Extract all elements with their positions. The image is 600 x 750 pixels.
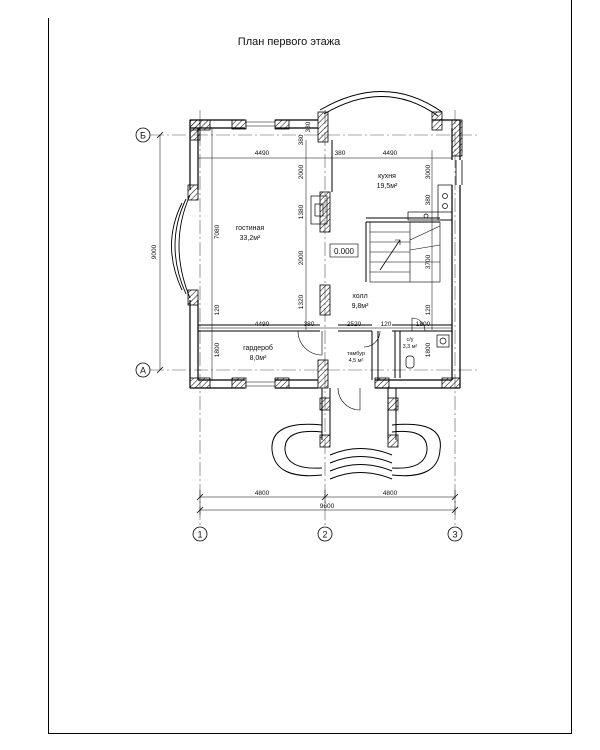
porch: [271, 388, 441, 480]
axis-label-a: А: [140, 366, 146, 376]
dim-right-4: 120: [425, 304, 432, 315]
axis-label-3: 3: [452, 530, 457, 540]
axis-bubbles: [135, 127, 463, 542]
staircase: [369, 221, 441, 283]
dim-right-5: 1800: [425, 342, 432, 357]
sheet-frame-right: [571, 0, 572, 734]
dim-bottom-total: 9600: [320, 503, 335, 510]
room-name-wc: с/у: [406, 337, 413, 343]
wc-fixtures: [405, 334, 450, 369]
axis-lines: [150, 110, 480, 530]
page-title: План первого этажа: [237, 36, 341, 48]
wall-piers: [187, 111, 463, 389]
room-name-hall: холл: [352, 293, 367, 300]
bay-window-kitchen: [319, 91, 443, 117]
dim-bottom-1: 4800: [255, 490, 270, 497]
room-area-kitchen: 19,5м²: [377, 183, 398, 190]
room-name-vestibule: тамбур: [347, 351, 365, 357]
dim-center-4: 2000: [298, 250, 305, 265]
doors: [297, 317, 426, 411]
axis-bubble-3: [447, 526, 463, 542]
axis-bubble-a: [135, 362, 151, 378]
room-name-wardrobe: гардероб: [243, 344, 273, 352]
room-area-hall: 9,8м²: [352, 303, 370, 310]
level-mark: 0.000: [334, 247, 355, 256]
room-name-living: гостиная: [236, 225, 265, 232]
sheet-frame: [48, 18, 572, 734]
room-name-kitchen: кухня: [378, 173, 396, 180]
window-right: [455, 160, 463, 185]
dim-center-1: 380: [298, 134, 305, 145]
dim-center-3: 1380: [298, 204, 305, 219]
dim-inner-5: 1800: [416, 321, 431, 328]
room-area-vestibule: 4,5 м²: [349, 358, 364, 364]
dim-inner-3: 2520: [347, 321, 362, 328]
axis-label-2: 2: [322, 530, 327, 540]
axis-bubble-b: [135, 127, 151, 143]
dim-left-2: 120: [214, 304, 221, 315]
dim-inner-2: 380: [304, 321, 315, 328]
fireplace: [310, 195, 328, 225]
dim-top-4: 4490: [383, 150, 398, 157]
dim-right-3: 3700: [425, 254, 432, 269]
dim-top-2: 380: [335, 150, 346, 157]
dim-center-5: 1320: [298, 294, 305, 309]
dim-top-3: 380: [305, 121, 312, 132]
dim-right-2: 380: [425, 194, 432, 205]
bay-window-left: [171, 194, 191, 299]
axis-label-b: Б: [140, 131, 146, 141]
room-area-wc: 3,3 м²: [403, 344, 418, 350]
axis-label-1: 1: [197, 530, 202, 540]
dimension-lines: [159, 128, 456, 515]
dim-right-1: 3000: [425, 164, 432, 179]
dim-center-2: 2000: [298, 164, 305, 179]
dim-top-1: 4490: [255, 150, 270, 157]
dim-inner-4: 120: [381, 321, 392, 328]
porch-columns: [319, 397, 399, 448]
axis-bubble-2: [317, 526, 333, 542]
room-area-wardrobe: 8,0м²: [250, 355, 268, 362]
dim-left-1: 7080: [214, 224, 221, 239]
interior-walls: [198, 140, 452, 380]
dimension-ticks: [156, 131, 459, 514]
room-area-living: 33,2м²: [240, 235, 261, 242]
dim-left-total: 9000: [151, 244, 158, 259]
dim-inner-1: 4490: [255, 321, 270, 328]
kitchen-counter: [407, 184, 453, 221]
dim-bottom-2: 4800: [383, 490, 398, 497]
window-top: [245, 121, 275, 387]
axis-bubble-1: [192, 526, 208, 542]
level-mark-box: [329, 243, 359, 258]
dim-left-3: 1800: [214, 342, 221, 357]
